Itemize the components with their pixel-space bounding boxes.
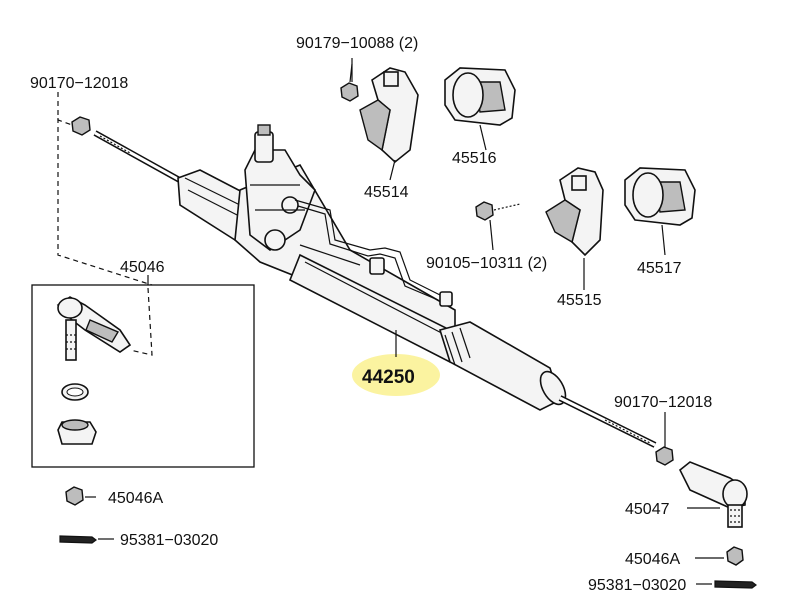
label-tie-rod-assy: 45046 (120, 259, 165, 276)
label-bushing-upper: 45516 (452, 150, 497, 167)
hydraulic-lines (294, 199, 453, 307)
label-bolt-mid: 90105−10311 (2) (426, 255, 547, 272)
right-tie-rod-shaft (558, 395, 657, 448)
highlight-44250 (352, 354, 440, 396)
upper-bracket-bolt (340, 63, 359, 102)
label-cotter-left: 95381−03020 (120, 532, 218, 549)
kit-seal-ring (61, 383, 89, 401)
kit-boot-cap (57, 419, 97, 445)
label-nut-right-small: 45046A (625, 551, 680, 568)
label-bushing-lower: 45517 (637, 260, 682, 277)
label-bracket-upper: 45514 (364, 184, 409, 201)
label-nut-left-small: 45046A (108, 490, 163, 507)
label-bracket-lower: 45515 (557, 292, 602, 309)
label-nut-left: 90170−12018 (30, 75, 128, 92)
leader-lines (57, 58, 724, 585)
label-bolt-top: 90179−10088 (2) (296, 35, 418, 52)
left-jam-nut (71, 116, 91, 136)
upper-bracket (359, 67, 419, 164)
left-tie-rod-shaft (93, 130, 187, 186)
right-castle-nut (726, 546, 744, 566)
label-cotter-right: 95381−03020 (588, 577, 686, 594)
label-nut-right: 90170−12018 (614, 394, 712, 411)
right-cotter-pin (714, 580, 757, 589)
upper-bushing (444, 67, 516, 126)
right-boot (438, 321, 567, 411)
label-rack-assembly: 44250 (362, 367, 415, 388)
pinion-valve-housing (244, 124, 316, 251)
right-tie-rod-end (678, 461, 748, 528)
label-tie-rod-end: 45047 (625, 501, 670, 518)
kit-tie-rod-end (56, 296, 132, 361)
lower-bushing (624, 167, 696, 226)
left-cotter-pin (59, 535, 97, 544)
lower-bracket (545, 167, 604, 257)
right-jam-nut (655, 446, 674, 466)
left-castle-nut (65, 486, 84, 506)
tie-rod-kit-box (31, 284, 255, 468)
lower-bracket-bolt (475, 201, 521, 221)
